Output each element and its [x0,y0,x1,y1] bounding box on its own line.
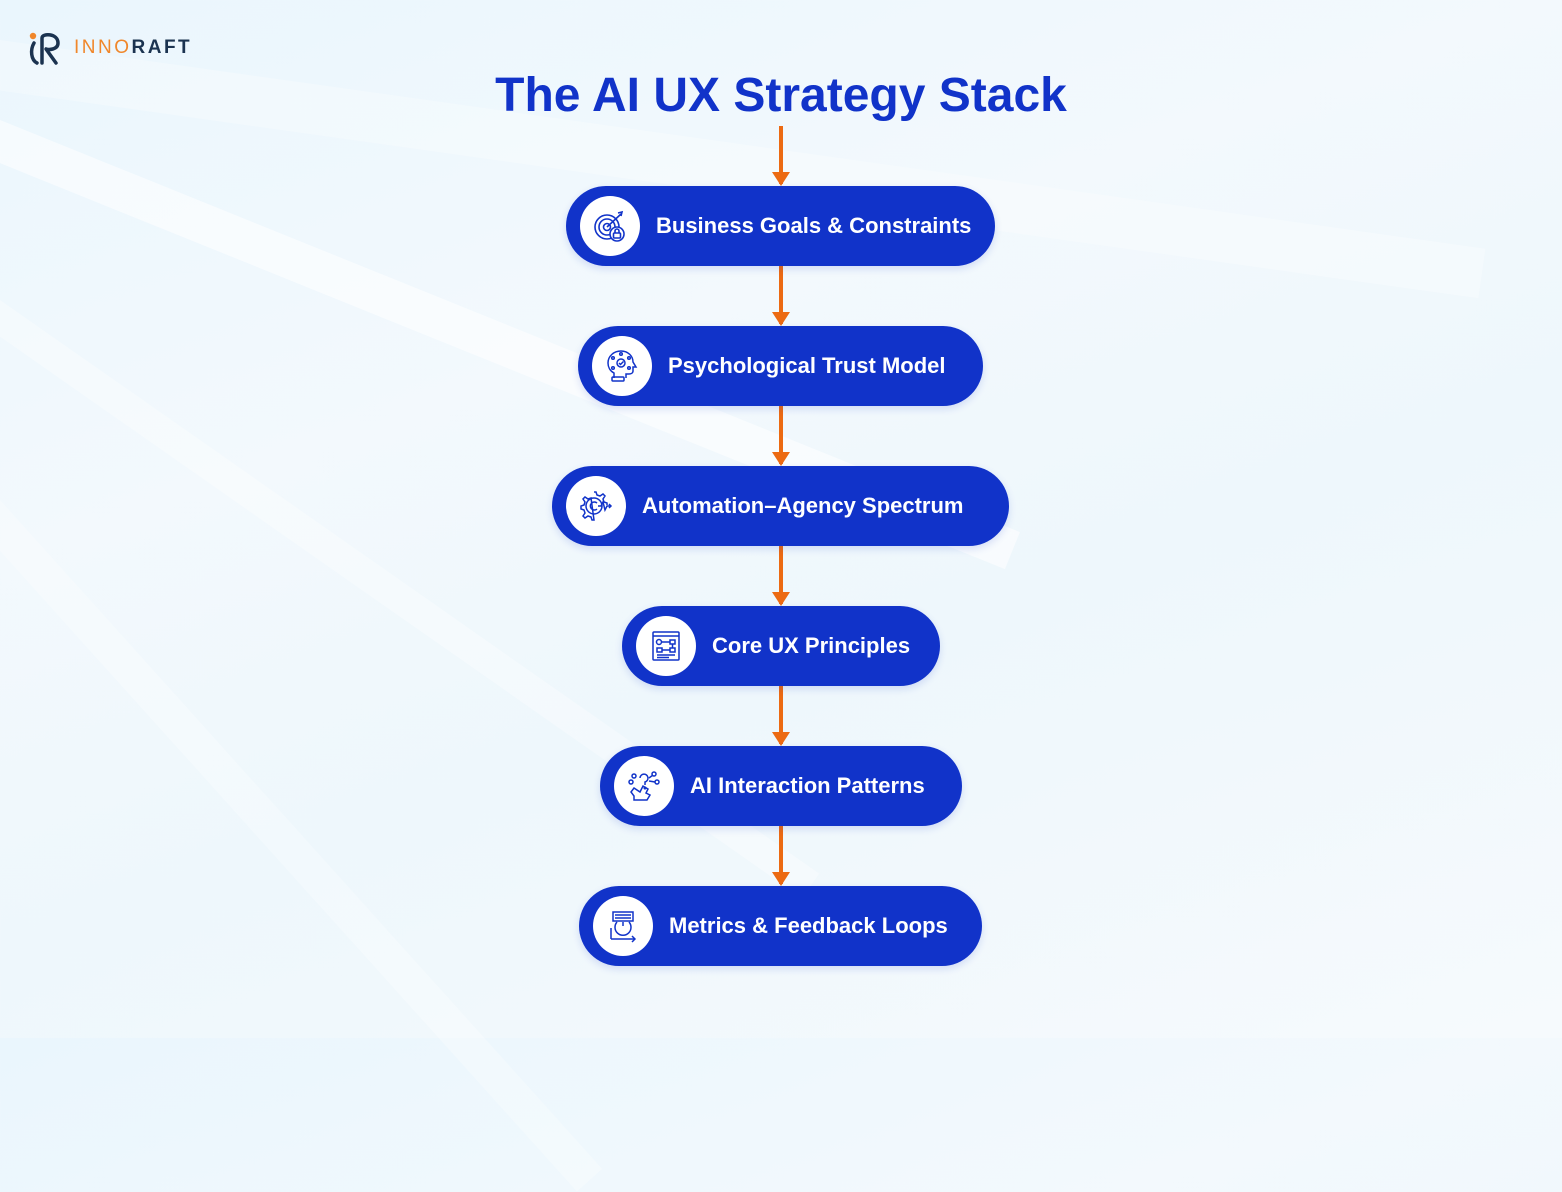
flow-arrow [772,406,790,466]
flow-arrow [772,686,790,746]
page-title: The AI UX Strategy Stack [495,69,1067,122]
stack-item-label: Core UX Principles [712,633,911,658]
stack-item-psychological-trust[interactable]: Psychological Trust Model [578,326,983,406]
background-ray [0,500,603,1192]
hand-question-network-icon [614,756,674,816]
stack-item-ai-interaction-patterns[interactable]: AI Interaction Patterns [600,746,962,826]
flow-arrow [772,266,790,326]
stack-item-label: Business Goals & Constraints [656,213,972,238]
brand-name-part2: RAFT [131,37,193,58]
stack-item-automation-agency[interactable]: Automation–Agency Spectrum [552,466,1009,546]
flow-arrow [772,546,790,606]
brand-name-part1: INNO [74,37,132,58]
stack-item-core-ux-principles[interactable]: Core UX Principles [622,606,940,686]
wireframe-window-icon [636,616,696,676]
dashboard-loop-arrow-icon [593,896,653,956]
target-lock-icon [580,196,640,256]
brand-name: INNORAFT [74,37,192,59]
stack-item-metrics-feedback[interactable]: Metrics & Feedback Loops [579,886,982,966]
stack-item-label: Metrics & Feedback Loops [669,913,948,938]
stack-item-label: AI Interaction Patterns [690,773,925,798]
brand-logo: INNORAFT [28,30,192,66]
flow-arrow [772,826,790,886]
stack-item-label: Psychological Trust Model [668,353,946,378]
stack-item-label: Automation–Agency Spectrum [642,493,964,518]
head-network-check-icon [592,336,652,396]
stack-item-business-goals[interactable]: Business Goals & Constraints [566,186,995,266]
gear-pulse-icon [566,476,626,536]
innoraft-logo-icon [28,30,64,66]
flow-arrow [772,126,790,186]
